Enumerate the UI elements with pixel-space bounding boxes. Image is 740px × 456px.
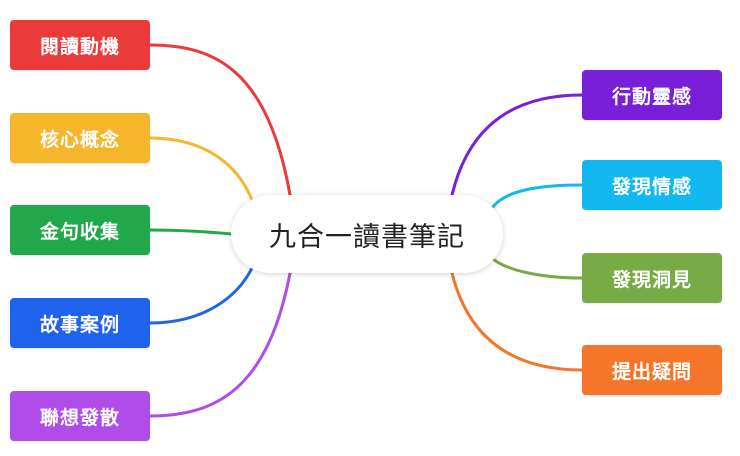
topic-label: 核心概念 <box>39 128 120 151</box>
topic-discover-insights[interactable]: 發現洞見 <box>582 253 722 303</box>
central-topic-label: 九合一讀書筆記 <box>269 221 465 253</box>
connector-discover-feelings <box>490 183 584 210</box>
connector-action-inspiration <box>450 93 584 197</box>
topic-label: 金句收集 <box>39 220 120 243</box>
topic-associations[interactable]: 聯想發散 <box>10 391 150 441</box>
topic-action-inspiration[interactable]: 行動靈感 <box>582 70 722 120</box>
connector-story-cases <box>148 266 254 325</box>
topic-golden-quotes[interactable]: 金句收集 <box>10 205 150 255</box>
connector-core-concepts <box>148 136 254 202</box>
topic-discover-feelings[interactable]: 發現情感 <box>582 160 722 210</box>
topic-label: 故事案例 <box>39 313 120 336</box>
topic-raise-questions[interactable]: 提出疑問 <box>582 345 722 395</box>
central-topic[interactable]: 九合一讀書筆記 <box>231 195 503 273</box>
connector-discover-insights <box>490 256 584 280</box>
connector-associations <box>148 271 292 418</box>
topic-story-cases[interactable]: 故事案例 <box>10 298 150 348</box>
connector-golden-quotes <box>148 228 234 236</box>
connector-raise-questions <box>450 271 584 372</box>
topic-reading-motivation[interactable]: 閱讀動機 <box>10 20 150 70</box>
topic-label: 提出疑問 <box>611 360 692 383</box>
topic-label: 發現洞見 <box>611 268 692 291</box>
topic-label: 發現情感 <box>611 175 692 198</box>
topic-core-concepts[interactable]: 核心概念 <box>10 113 150 163</box>
topic-label: 閱讀動機 <box>39 35 120 58</box>
connector-reading-motivation <box>148 43 292 197</box>
topic-label: 聯想發散 <box>39 406 120 429</box>
topic-label: 行動靈感 <box>611 85 692 108</box>
